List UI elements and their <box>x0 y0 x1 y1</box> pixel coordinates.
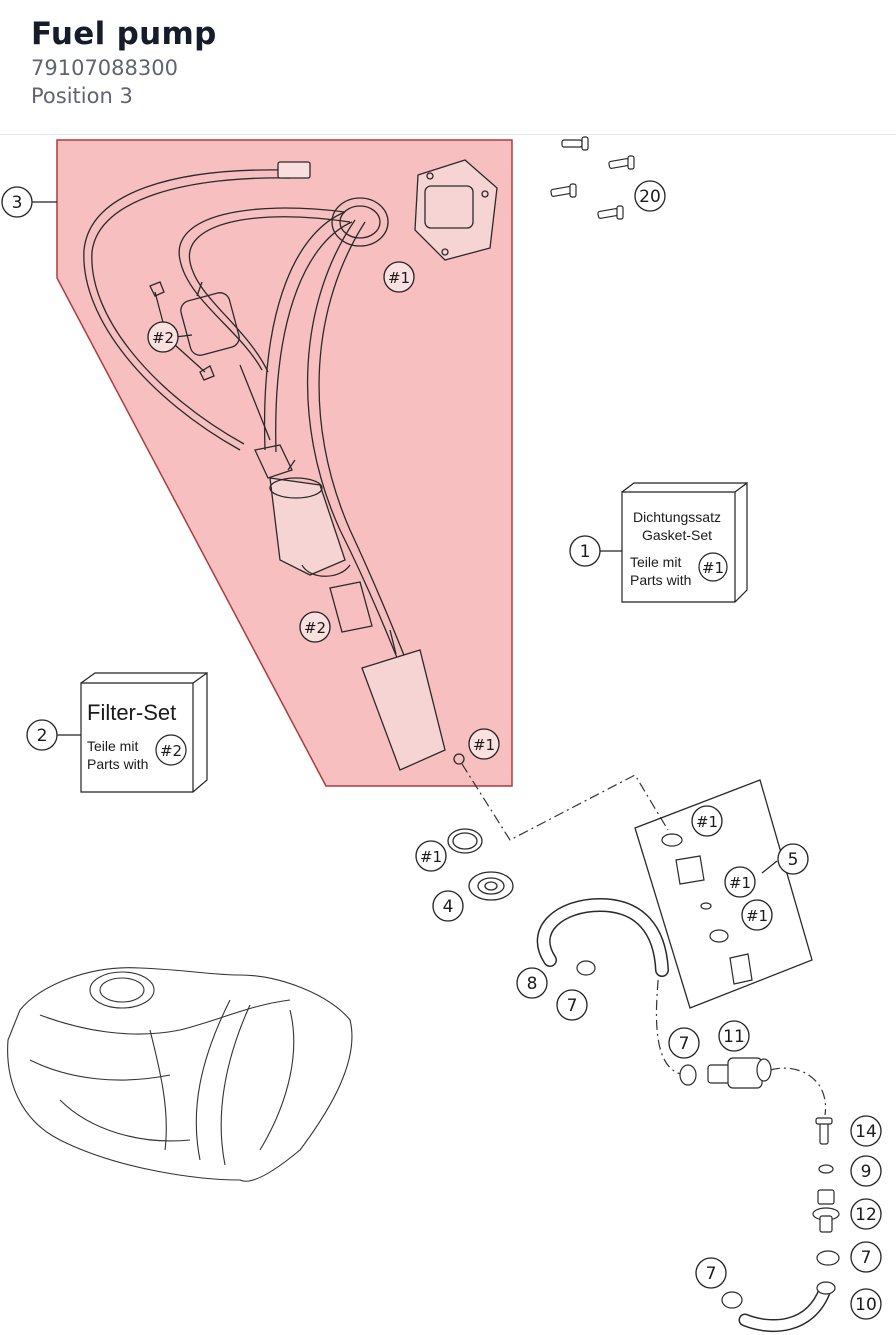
svg-text:#1: #1 <box>746 907 768 925</box>
callout-8[interactable]: 8 <box>516 967 548 999</box>
svg-text:#1: #1 <box>729 874 751 892</box>
ref-callout-2-strainer[interactable]: #2 <box>299 611 331 643</box>
position-label: Position 3 <box>31 84 133 108</box>
filter-set-ref: #2 <box>160 742 182 760</box>
svg-text:3: 3 <box>12 193 23 213</box>
fuel-tank-drawing <box>7 967 353 1182</box>
svg-text:#2: #2 <box>152 329 174 347</box>
quick-coupler-drawing <box>707 1057 772 1089</box>
filter-set-title: Filter-Set <box>87 700 176 725</box>
part-number: 79107088300 <box>31 56 178 80</box>
svg-text:14: 14 <box>855 1122 877 1142</box>
gasket-set-parts-de: Teile mit <box>630 554 681 570</box>
ref-callout-1-kit-b[interactable]: #1 <box>724 866 756 898</box>
callout-7b[interactable]: 7 <box>668 1027 700 1059</box>
callout-14[interactable]: 14 <box>850 1115 882 1147</box>
callout-5[interactable]: 5 <box>777 843 809 875</box>
callout-7c[interactable]: 7 <box>850 1241 882 1273</box>
svg-text:12: 12 <box>855 1205 877 1225</box>
gasket-set-title-de: Dichtungssatz <box>633 509 721 525</box>
assembly-guide-lines <box>461 763 827 1116</box>
svg-text:8: 8 <box>527 974 538 994</box>
small-parts-column <box>721 1117 840 1309</box>
ref-callout-1-kit-c[interactable]: #1 <box>741 899 773 931</box>
svg-text:7: 7 <box>706 1264 717 1284</box>
clamp-7a-drawing <box>576 960 596 976</box>
callout-1[interactable]: 1 <box>569 535 601 567</box>
callout-2[interactable]: 2 <box>26 719 58 751</box>
callout-4[interactable]: 4 <box>432 890 464 922</box>
ref-callout-1-flange[interactable]: #1 <box>383 261 415 293</box>
svg-text:5: 5 <box>788 850 799 870</box>
gasket-set-box[interactable]: Dichtungssatz Gasket-Set Teile mit Parts… <box>621 481 748 603</box>
gasket-set-parts-en: Parts with <box>630 572 691 588</box>
fuel-pump-assembly-drawing <box>83 159 498 771</box>
svg-text:#1: #1 <box>473 736 495 754</box>
svg-text:10: 10 <box>855 1295 877 1315</box>
gasket-set-ref: #1 <box>702 559 724 577</box>
svg-text:#1: #1 <box>420 848 442 866</box>
callout-10[interactable]: 10 <box>850 1288 882 1320</box>
callout-7a[interactable]: 7 <box>556 989 588 1021</box>
highlighted-assembly-region[interactable] <box>56 139 513 787</box>
gasket-set-title-en: Gasket-Set <box>642 527 712 543</box>
callout-20[interactable]: 20 <box>634 180 666 212</box>
page-header: Fuel pump 79107088300 Position 3 <box>0 0 896 135</box>
svg-text:#1: #1 <box>696 813 718 831</box>
svg-text:2: 2 <box>37 726 48 746</box>
svg-text:7: 7 <box>679 1034 690 1054</box>
svg-text:7: 7 <box>567 996 578 1016</box>
part-5-kit-outline <box>634 779 813 1009</box>
callout-9[interactable]: 9 <box>850 1155 882 1187</box>
filter-set-parts-en: Parts with <box>87 756 148 772</box>
screw-set-drawing <box>550 136 635 220</box>
svg-text:9: 9 <box>861 1162 872 1182</box>
ref-callout-2-filter[interactable]: #2 <box>147 321 179 353</box>
callout-3[interactable]: 3 <box>1 186 33 218</box>
svg-text:4: 4 <box>443 897 454 917</box>
ref-callout-1-kit-a[interactable]: #1 <box>691 805 723 837</box>
ref-callout-1-gasket[interactable]: #1 <box>415 840 447 872</box>
clamp-7b-drawing <box>679 1064 697 1086</box>
svg-text:1: 1 <box>580 542 591 562</box>
part-5-kit-drawing <box>661 833 753 985</box>
callout-11[interactable]: 11 <box>718 1020 750 1052</box>
filter-set-parts-de: Teile mit <box>87 738 138 754</box>
svg-text:7: 7 <box>861 1248 872 1268</box>
ref-callout-1-oring[interactable]: #1 <box>468 728 500 760</box>
gasket-ring-drawing <box>447 828 514 901</box>
callout-7d[interactable]: 7 <box>695 1257 727 1289</box>
svg-text:#1: #1 <box>388 269 410 287</box>
svg-text:11: 11 <box>723 1027 745 1047</box>
page-title: Fuel pump <box>31 16 217 52</box>
svg-text:20: 20 <box>639 187 661 207</box>
svg-text:#2: #2 <box>304 619 326 637</box>
callout-12[interactable]: 12 <box>850 1198 882 1230</box>
filter-set-box[interactable]: Filter-Set Teile mit Parts with #2 <box>80 671 208 793</box>
